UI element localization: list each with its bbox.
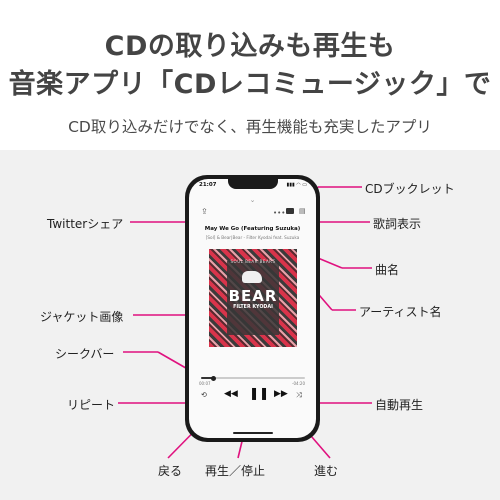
elapsed-time: 00:07	[199, 381, 211, 386]
headline-subtitle: CD取り込みだけでなく、再生機能も充実したアプリ	[68, 118, 432, 136]
jacket-mark: SOUL BEAR BEARS	[230, 259, 276, 264]
artist-name: [Sol] & Bear|Bear - Filter Kyodai feat. …	[205, 235, 300, 240]
label-twitter-share: Twitterシェア	[47, 217, 124, 231]
remaining-time: -04:20	[292, 381, 305, 386]
label-auto-play: 自動再生	[375, 398, 424, 412]
label-lyrics: 歌詞表示	[373, 217, 422, 231]
cd-booklet-icon[interactable]	[286, 208, 294, 214]
seek-bar-knob[interactable]	[210, 375, 216, 381]
status-indicators: ▮▮▮ ◠ ▭	[286, 182, 307, 188]
song-title: May We Go (Featuring Suzuka)	[204, 226, 301, 232]
pause-icon[interactable]: ❚❚	[249, 386, 270, 400]
jacket-title: BEAR	[228, 287, 278, 305]
seek-bar-fill	[201, 377, 214, 379]
phone-notch	[227, 179, 278, 189]
share-icon[interactable]: ⇪	[201, 207, 208, 216]
status-time: 21:07	[199, 182, 217, 188]
label-cd-booklet: CDブックレット	[365, 182, 455, 196]
headline-line1: CDの取り込みも再生も	[104, 31, 396, 62]
label-song-title: 曲名	[375, 263, 400, 277]
next-icon[interactable]: ▶▶	[274, 389, 288, 399]
label-forward: 進む	[314, 464, 339, 478]
lyrics-icon[interactable]: ▤	[299, 207, 306, 215]
label-jacket: ジャケット画像	[40, 310, 124, 324]
label-artist-name: アーティスト名	[359, 305, 442, 319]
more-icon[interactable]: •••	[273, 209, 286, 217]
seek-bar[interactable]	[201, 375, 305, 381]
chevron-down-icon[interactable]: ⌄	[249, 196, 256, 204]
player-screen: 21:07 ▮▮▮ ◠ ▭ ⌄ ⇪ ••• ▤ May We Go (Featu…	[189, 179, 316, 438]
home-indicator	[232, 432, 273, 434]
label-play-pause: 再生／停止	[205, 464, 266, 478]
header-section: CDの取り込みも再生も 音楽アプリ「CDレコミュージック」で CD取り込みだけで…	[0, 0, 500, 150]
label-repeat: リピート	[67, 398, 116, 412]
previous-icon[interactable]: ◀◀	[224, 389, 238, 399]
label-seek-bar: シークバー	[55, 347, 115, 361]
album-jacket: SOUL BEAR BEARS BEAR FILTER KYODAI	[209, 249, 297, 347]
jacket-subtitle: FILTER KYODAI	[233, 305, 273, 310]
bear-icon	[242, 271, 262, 283]
label-back: 戻る	[158, 464, 183, 478]
headline-line2: 音楽アプリ「CDレコミュージック」で	[8, 69, 492, 100]
shuffle-icon[interactable]: ⤨	[296, 391, 302, 399]
repeat-icon[interactable]: ⟲	[201, 391, 207, 399]
phone-mockup: 21:07 ▮▮▮ ◠ ▭ ⌄ ⇪ ••• ▤ May We Go (Featu…	[185, 175, 320, 442]
